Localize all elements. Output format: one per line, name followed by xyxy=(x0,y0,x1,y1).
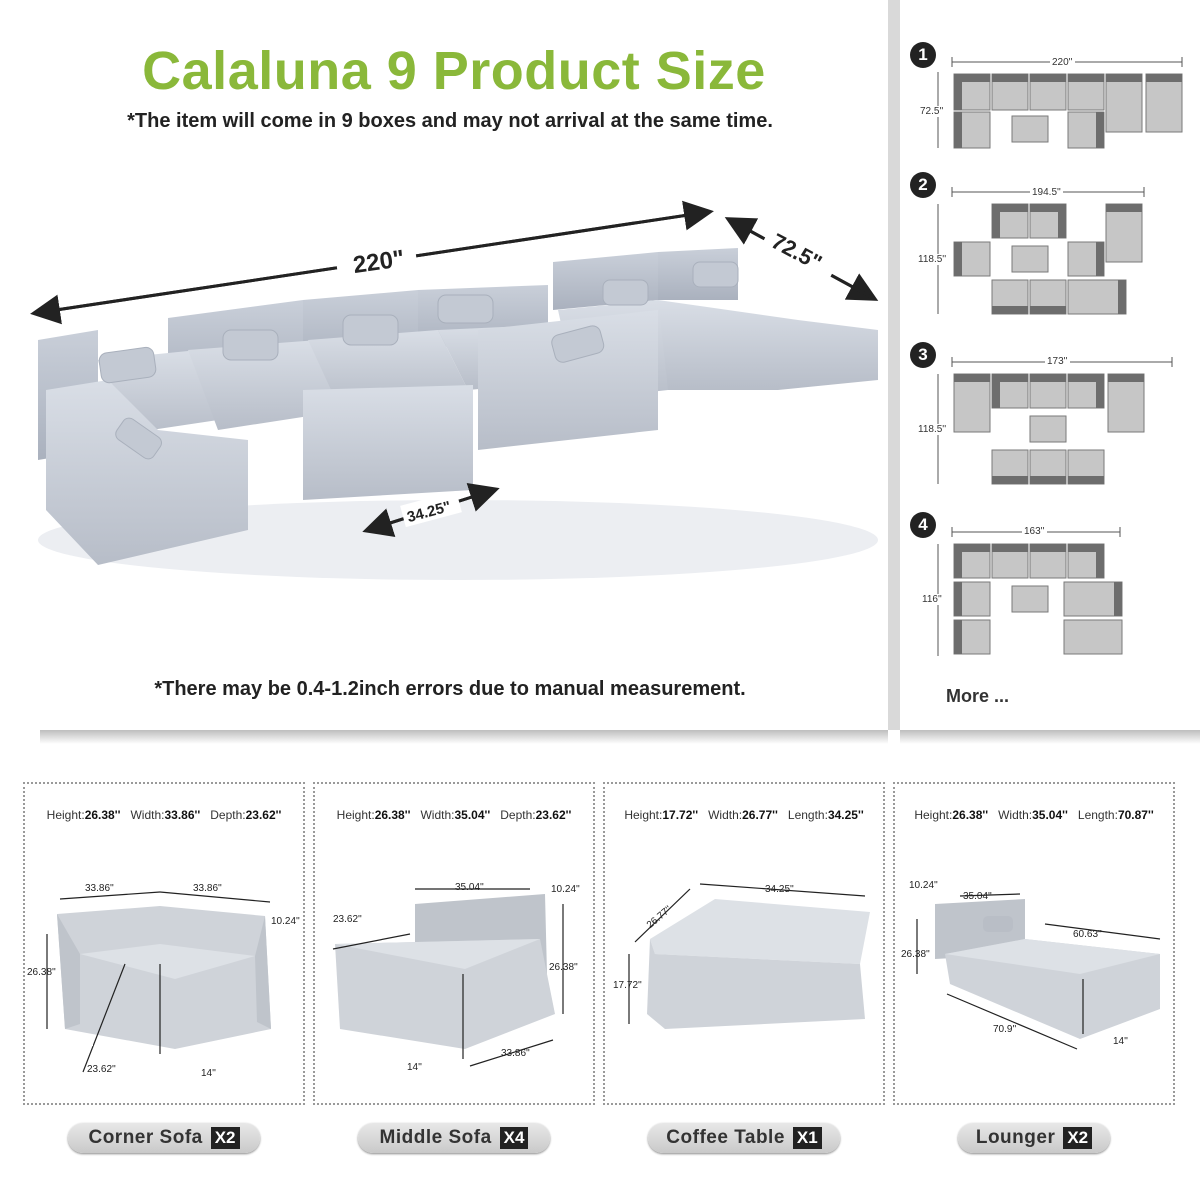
corner-sofa-diagram xyxy=(45,891,271,1073)
dim-width: 35.04'' xyxy=(455,882,484,893)
product-card-coffee-table: Height:17.72'' Width:26.77'' Length:34.2… xyxy=(603,782,885,1105)
dim-height: 26.38'' xyxy=(27,967,56,978)
dim-lounge-length: 60.63'' xyxy=(1073,929,1102,940)
layout-option-3: 3 173'' 118.5'' xyxy=(900,342,1200,502)
product-label-corner-sofa: Corner Sofa X2 xyxy=(68,1123,260,1153)
length-label: 220" xyxy=(351,245,406,279)
dim-seat: 14'' xyxy=(1113,1036,1128,1047)
corner-sofa-front xyxy=(46,380,248,565)
dim-depth: 23.62'' xyxy=(333,914,362,925)
lounger-diagram xyxy=(916,893,1161,1050)
middle-sofa-diagram xyxy=(332,888,564,1067)
option-height: 116'' xyxy=(920,594,944,605)
product-label-lounger: Lounger X2 xyxy=(958,1123,1110,1153)
product-specs: Height:17.72'' Width:26.77'' Length:34.2… xyxy=(624,808,864,822)
product-card-lounger: Height:26.38'' Width:35.04'' Length:70.8… xyxy=(893,782,1175,1105)
dim-seat: 14'' xyxy=(407,1062,422,1073)
dim-width-left: 33.86'' xyxy=(85,883,114,894)
layout-option-1: 1 220'' 72.5'' xyxy=(900,42,1200,202)
panel-divider xyxy=(888,0,900,730)
layout-option-4: 4 163'' 116'' xyxy=(900,512,1200,672)
panel-shadow xyxy=(900,730,1200,744)
option-height: 72.5'' xyxy=(918,106,946,117)
product-card-corner-sofa: Height:26.38'' Width:33.86'' Depth:23.62… xyxy=(23,782,305,1105)
quantity-badge: X2 xyxy=(1063,1127,1093,1149)
dim-height: 26.38'' xyxy=(901,949,930,960)
product-label-coffee-table: Coffee Table X1 xyxy=(648,1123,840,1153)
option-number-badge: 1 xyxy=(910,42,936,68)
dim-length: 33.86'' xyxy=(501,1048,530,1059)
option-number-badge: 3 xyxy=(910,342,936,368)
quantity-badge: X1 xyxy=(792,1127,822,1149)
product-specs: Height:26.38'' Width:33.86'' Depth:23.62… xyxy=(46,808,282,822)
sectional-sofa-illustration: 220" 72.5" 34.25" xyxy=(30,200,879,580)
coffee-table-diagram xyxy=(628,883,870,1029)
throw-pillows xyxy=(98,261,739,460)
dim-height: 17.72'' xyxy=(613,980,642,991)
dim-height: 26.38'' xyxy=(549,962,578,973)
option-width: 220'' xyxy=(1050,57,1075,68)
page-title: Calaluna 9 Product Size xyxy=(142,41,766,101)
option-height: 118.5'' xyxy=(916,424,949,435)
dim-depth: 23.62'' xyxy=(87,1064,116,1075)
option-number-badge: 4 xyxy=(910,512,936,538)
main-panel: Calaluna 9 Product Size *The item will c… xyxy=(0,0,888,730)
layout-options-panel: 1 220'' 72.5'' 2 xyxy=(900,0,1200,730)
product-specs: Height:26.38'' Width:35.04'' Length:70.8… xyxy=(914,808,1154,822)
product-card-middle-sofa: Height:26.38'' Width:35.04'' Depth:23.62… xyxy=(313,782,595,1105)
dim-back: 10.24'' xyxy=(909,880,938,891)
measurement-note: *There may be 0.4-1.2inch errors due to … xyxy=(154,678,746,700)
layout-option-2: 2 194.5'' 118.5'' xyxy=(900,172,1200,332)
more-layouts-link[interactable]: More ... xyxy=(946,686,1010,706)
dim-back: 10.24'' xyxy=(551,884,580,895)
dim-length: 34.25'' xyxy=(765,884,794,895)
quantity-badge: X4 xyxy=(499,1127,529,1149)
panel-shadow xyxy=(40,730,888,744)
option-width: 194.5'' xyxy=(1030,187,1063,198)
option-height: 118.5'' xyxy=(916,254,949,265)
coffee-table xyxy=(303,385,473,500)
dim-seat: 14'' xyxy=(201,1068,216,1079)
product-label-middle-sofa: Middle Sofa X4 xyxy=(358,1123,550,1153)
dim-back: 10.24'' xyxy=(271,916,300,927)
shipping-note: *The item will come in 9 boxes and may n… xyxy=(127,110,773,132)
dim-width: 35.04'' xyxy=(963,891,992,902)
dim-width-right: 33.86'' xyxy=(193,883,222,894)
option-width: 163'' xyxy=(1022,526,1047,537)
option-width: 173'' xyxy=(1045,356,1070,367)
quantity-badge: X2 xyxy=(210,1127,240,1149)
option-number-badge: 2 xyxy=(910,172,936,198)
product-specs: Height:26.38'' Width:35.04'' Depth:23.62… xyxy=(336,808,572,822)
middle-sofa-front xyxy=(478,310,658,450)
dim-length: 70.9'' xyxy=(993,1024,1017,1035)
